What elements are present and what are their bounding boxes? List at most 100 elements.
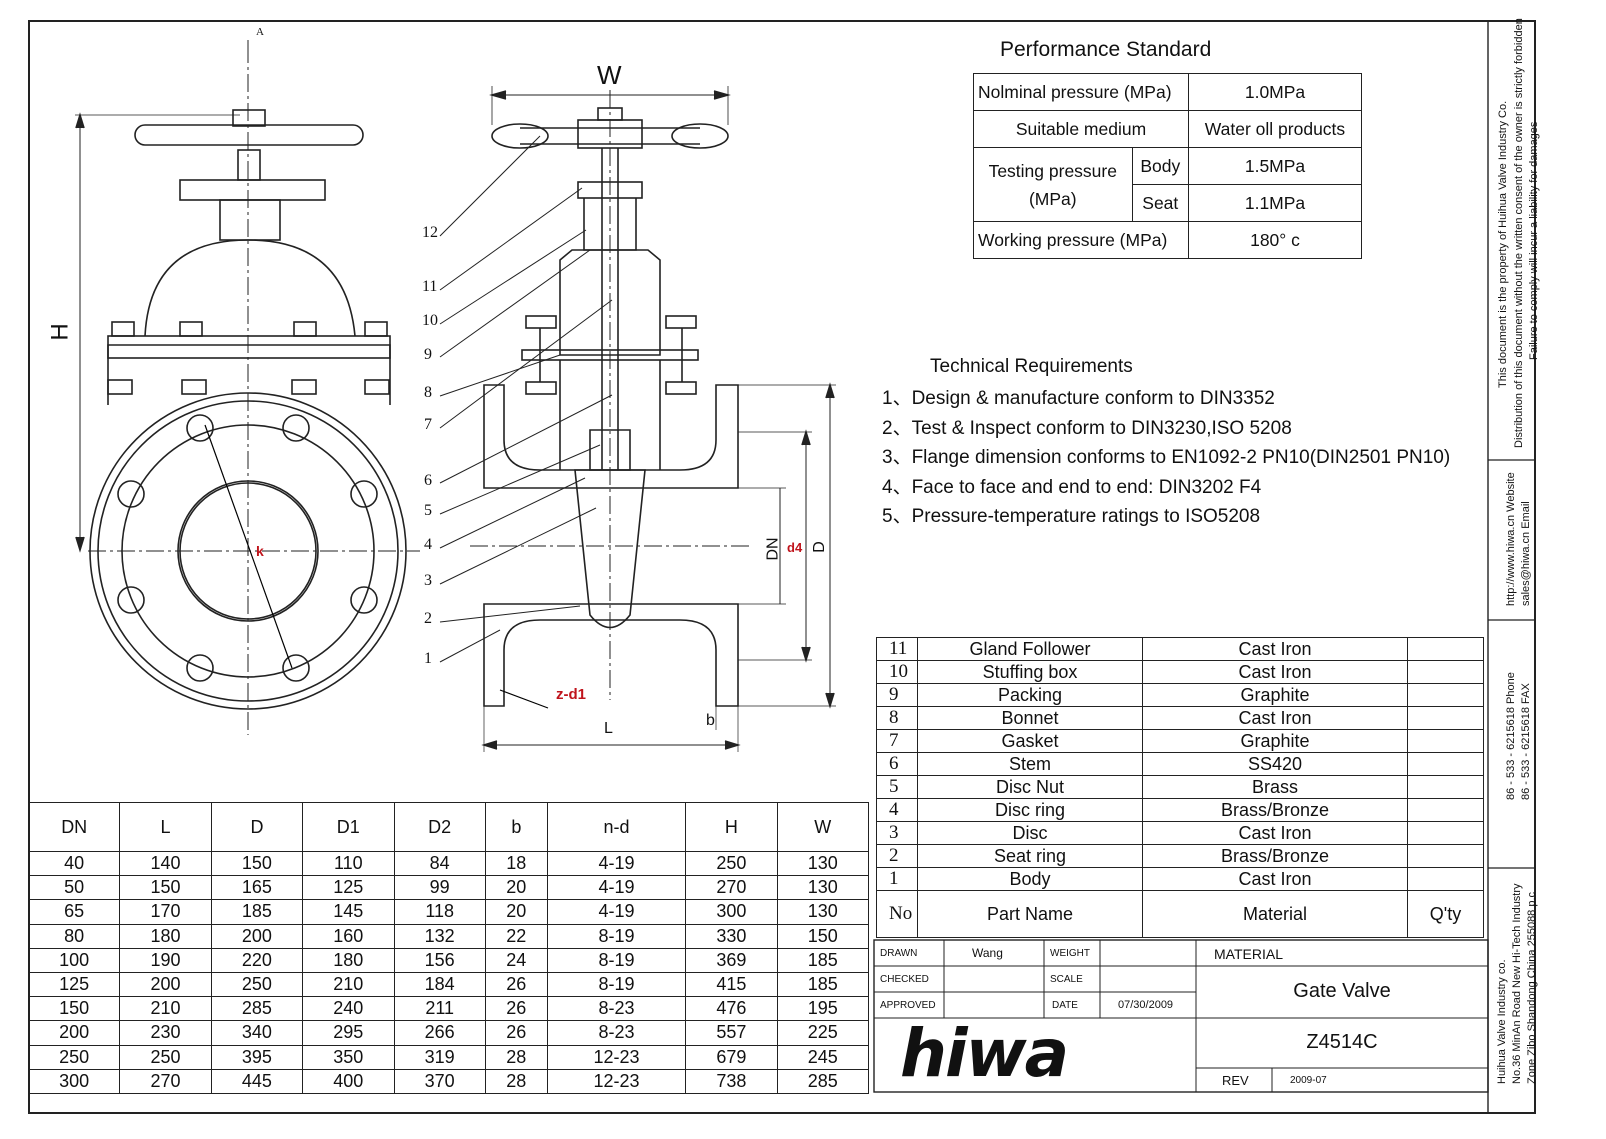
- performance-table: Nolminal pressure (MPa)1.0MPa Suitable m…: [973, 73, 1362, 259]
- dim-cell: 150: [27, 996, 121, 1022]
- dim-cell: 170: [119, 899, 212, 925]
- requirement-item: 3、Flange dimension conforms to EN1092-2 …: [882, 447, 1451, 468]
- dim-cell: 220: [210, 948, 304, 973]
- requirement-item: 1、Design & manufacture conform to DIN335…: [882, 388, 1275, 409]
- part-qty: [1407, 637, 1484, 661]
- seat-test-value: 1.1MPa: [1188, 184, 1362, 222]
- dim-cell: 150: [776, 924, 870, 949]
- balloon-11: 11: [422, 278, 438, 295]
- dim-cell: 250: [685, 851, 778, 877]
- drawing-frame: [28, 20, 1536, 1114]
- part-name: Disc ring: [917, 798, 1143, 822]
- part-material: Cast Iron: [1142, 660, 1408, 684]
- performance-title: Performance Standard: [1000, 38, 1212, 61]
- balloon-9: 9: [424, 346, 432, 363]
- dim-cell: 180: [119, 924, 212, 949]
- dim-cell: 24: [484, 948, 548, 973]
- dim-cell: 165: [210, 875, 304, 901]
- part-qty: [1407, 844, 1484, 868]
- part-name: Gasket: [917, 729, 1143, 753]
- dim-cell: 185: [776, 948, 870, 973]
- dim-cell: 118: [393, 899, 486, 925]
- seat-label: Seat: [1131, 184, 1190, 222]
- dim-cell: 150: [210, 851, 304, 877]
- dim-cell: 20: [484, 899, 548, 925]
- length-dimension-label: L: [604, 720, 613, 737]
- part-qty: [1407, 798, 1484, 822]
- dim-cell: 50: [27, 875, 121, 901]
- part-number: 6: [876, 752, 918, 776]
- part-material: Cast Iron: [1142, 821, 1408, 845]
- balloon-5: 5: [424, 502, 432, 519]
- hiwa-logo: hiwa: [900, 1015, 1069, 1092]
- dim-cell: 132: [393, 924, 486, 949]
- height-dimension-label: H: [46, 323, 74, 341]
- balloon-12: 12: [422, 224, 438, 241]
- balloon-1: 1: [424, 650, 432, 667]
- material-label: MATERIAL: [1214, 946, 1283, 962]
- dim-cell: 22: [484, 924, 548, 949]
- part-name: Body: [917, 867, 1143, 891]
- dim-cell: 26: [484, 1020, 548, 1046]
- part-material: Cast Iron: [1142, 867, 1408, 891]
- dim-cell: 395: [210, 1045, 304, 1070]
- dim-cell: 190: [119, 948, 212, 973]
- dim-cell: 100: [27, 948, 121, 973]
- company-line-1: Huihua Valve Industry co.: [1496, 959, 1508, 1084]
- dim-cell: 4-19: [546, 875, 687, 901]
- fax-line: 86 - 533 - 6215618 FAX: [1520, 683, 1532, 800]
- balloon-6: 6: [424, 472, 432, 489]
- working-pressure-label: Working pressure (MPa): [973, 221, 1189, 259]
- dim-header: n-d: [546, 802, 687, 852]
- dim-cell: 125: [302, 875, 395, 901]
- dim-cell: 8-23: [546, 1020, 687, 1046]
- dim-cell: 12-23: [546, 1045, 687, 1070]
- testing-pressure-label: Testing pressure: [988, 160, 1117, 181]
- dim-header: D2: [393, 802, 486, 852]
- part-number: 10: [876, 660, 918, 684]
- dim-cell: 195: [776, 996, 870, 1022]
- drawn-value: Wang: [972, 946, 1003, 960]
- front-view: [75, 40, 420, 735]
- part-material: Cast Iron: [1142, 706, 1408, 730]
- dim-cell: 330: [685, 924, 778, 949]
- product-name: Gate Valve: [1293, 980, 1391, 1002]
- body-test-value: 1.5MPa: [1188, 147, 1362, 185]
- part-qty: [1407, 821, 1484, 845]
- part-qty: [1407, 729, 1484, 753]
- dim-cell: 300: [27, 1069, 121, 1094]
- website-line: http://www.hiwa.cn Website: [1505, 472, 1517, 606]
- dim-cell: 185: [210, 899, 304, 925]
- dim-cell: 679: [685, 1045, 778, 1070]
- dim-cell: 211: [393, 996, 486, 1022]
- dim-cell: 285: [776, 1069, 870, 1094]
- balloon-7: 7: [424, 416, 432, 433]
- dim-cell: 738: [685, 1069, 778, 1094]
- part-qty: [1407, 752, 1484, 776]
- dim-cell: 295: [302, 1020, 395, 1046]
- date-value: 07/30/2009: [1118, 999, 1174, 1011]
- part-number: 11: [876, 637, 918, 661]
- parts-header-qty: Q'ty: [1407, 890, 1484, 938]
- dim-cell: 8-19: [546, 948, 687, 973]
- balloon-4: 4: [424, 536, 432, 553]
- body-label: Body: [1131, 147, 1190, 185]
- dim-cell: 84: [393, 851, 486, 877]
- part-name: Bonnet: [917, 706, 1143, 730]
- testing-pressure-unit: (MPa): [1028, 188, 1077, 209]
- dim-cell: 8-23: [546, 996, 687, 1022]
- medium-value: Water oll products: [1188, 110, 1362, 148]
- part-material: Brass/Bronze: [1142, 844, 1408, 868]
